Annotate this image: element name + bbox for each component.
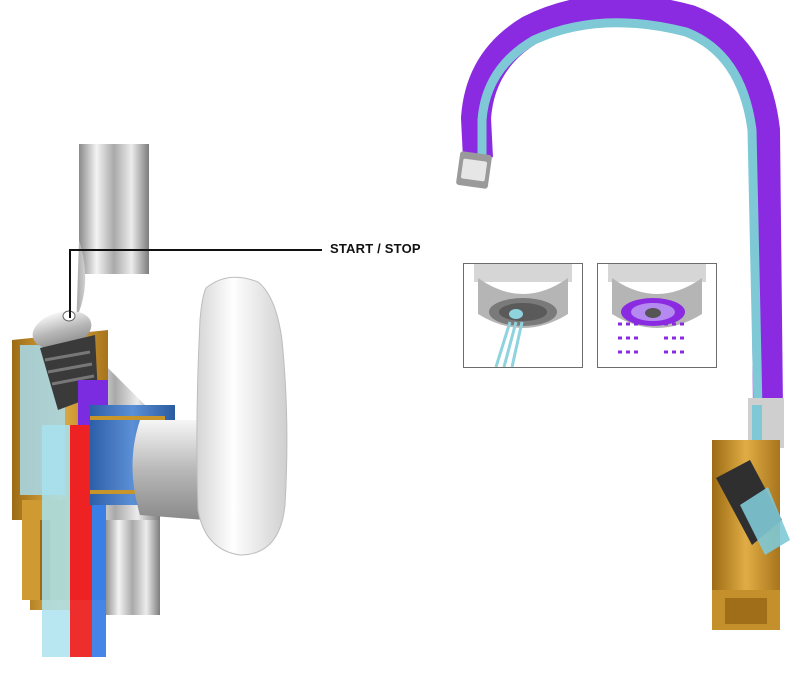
stream-mode-inset bbox=[463, 263, 583, 368]
spring-coils bbox=[44, 350, 95, 386]
callout-line bbox=[69, 249, 322, 318]
hot-water-pipe bbox=[70, 425, 92, 657]
mixer-handle[interactable] bbox=[196, 276, 288, 556]
water-stream-icon bbox=[509, 309, 523, 319]
spout-pipe bbox=[79, 144, 149, 274]
spray-mode-inset bbox=[597, 263, 717, 368]
spray-flow bbox=[618, 322, 684, 354]
stream-flow bbox=[494, 321, 524, 367]
cold-water-pipe bbox=[42, 425, 70, 657]
lower-body bbox=[105, 520, 160, 615]
start-stop-label: START / STOP bbox=[330, 241, 421, 256]
mixed-water-pipe bbox=[92, 470, 106, 657]
handle-collar bbox=[132, 420, 205, 520]
